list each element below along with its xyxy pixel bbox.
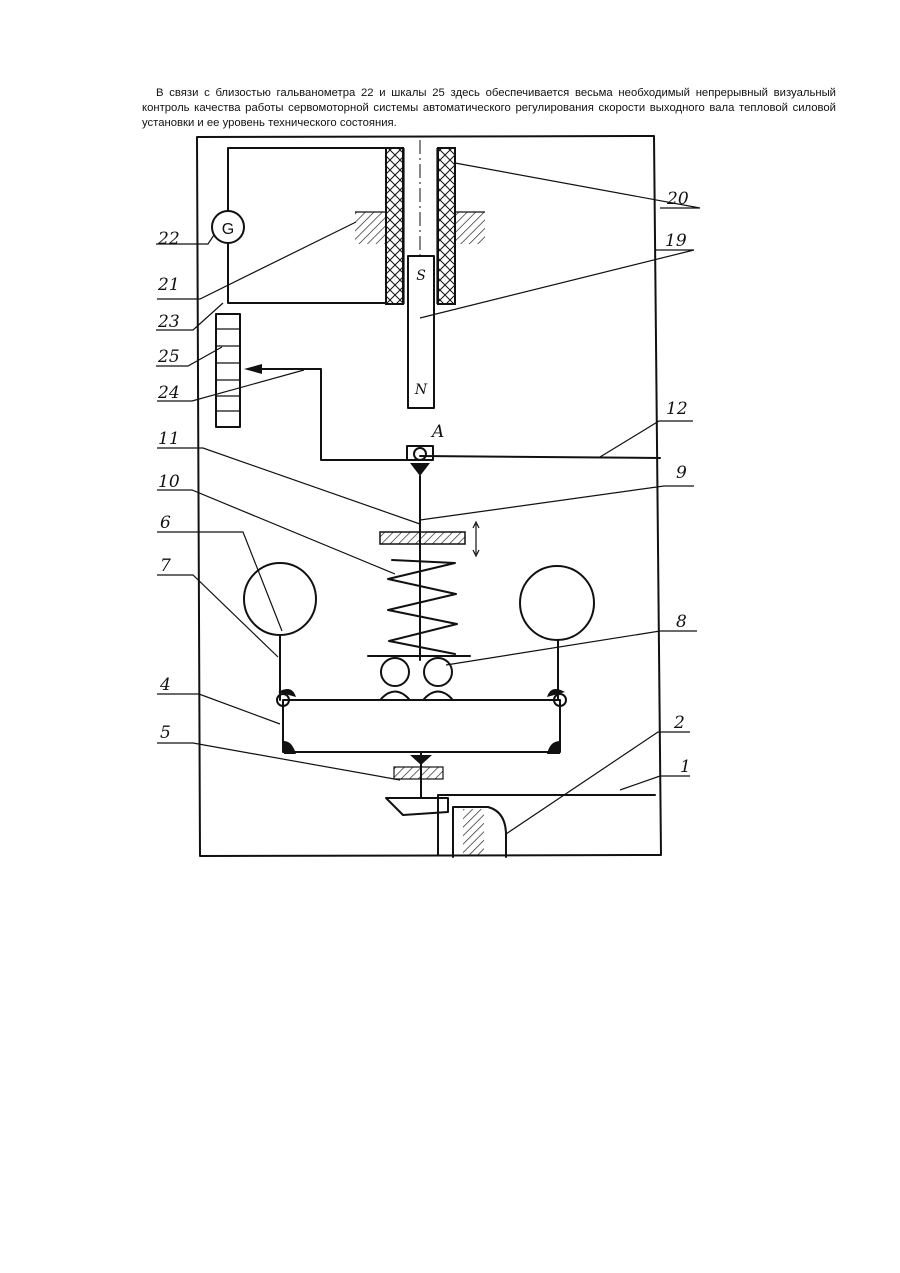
callout-10: 10 <box>158 472 180 492</box>
svg-text:A: A <box>430 422 444 442</box>
callout-19: 19 <box>665 231 687 251</box>
spring-10 <box>388 560 457 654</box>
pointer-24 <box>254 369 420 460</box>
pivot-a: A <box>407 422 444 476</box>
linkage-4 <box>277 689 566 754</box>
lever-12 <box>420 456 660 458</box>
scale-25 <box>216 314 240 427</box>
magnet-19: S N <box>408 256 434 408</box>
callout-20: 20 <box>666 189 689 209</box>
callout-6: 6 <box>160 513 171 533</box>
callout-5: 5 <box>160 723 171 743</box>
callout-2: 2 <box>673 713 685 733</box>
svg-text:G: G <box>222 221 234 238</box>
callout-9: 9 <box>676 463 687 483</box>
callout-22: 22 <box>157 229 180 249</box>
callout-7: 7 <box>160 556 171 576</box>
galvanometer-22: G <box>212 211 244 243</box>
callout-21: 21 <box>157 275 180 295</box>
svg-text:S: S <box>416 268 426 284</box>
callout-23: 23 <box>157 312 180 332</box>
callout-1: 1 <box>680 757 691 777</box>
svg-text:N: N <box>414 382 428 398</box>
pointer-arrowhead <box>244 364 262 374</box>
rollers-8 <box>381 658 452 699</box>
callout-11: 11 <box>158 429 180 449</box>
callout-24: 24 <box>157 383 180 403</box>
callout-12: 12 <box>666 399 688 419</box>
leader-lines <box>156 163 700 834</box>
callout-25: 25 <box>157 347 180 367</box>
callout-8: 8 <box>676 612 687 632</box>
callout-4: 4 <box>159 675 171 695</box>
spring-seat-11 <box>380 522 479 556</box>
output-shaft-1 <box>438 795 655 857</box>
